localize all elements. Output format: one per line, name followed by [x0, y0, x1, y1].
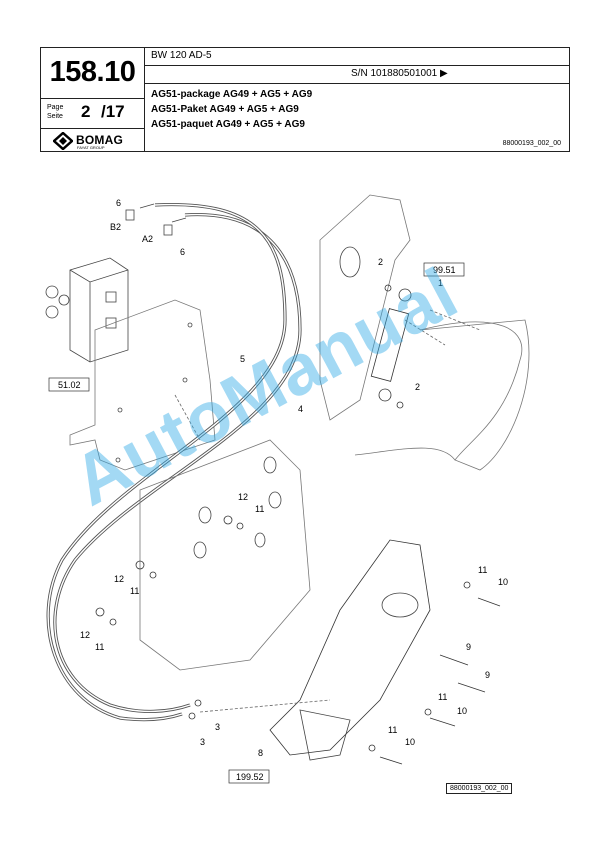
- svg-text:11: 11: [95, 642, 104, 652]
- pivot-bracket: [269, 539, 431, 756]
- svg-text:6: 6: [180, 247, 185, 257]
- svg-text:B2: B2: [110, 222, 121, 232]
- svg-text:2: 2: [378, 257, 383, 267]
- title-de: AG51-Paket AG49 + AG5 + AG9: [151, 104, 299, 115]
- page-code: 158.10: [49, 56, 136, 88]
- svg-text:11: 11: [478, 565, 487, 575]
- svg-text:10: 10: [498, 577, 508, 587]
- svg-text:51.02: 51.02: [58, 380, 81, 390]
- svg-text:5: 5: [240, 354, 245, 364]
- ref-box-99-51: 99.51: [423, 262, 465, 277]
- figure-reference: 88000193_002_00: [446, 783, 513, 794]
- bomag-logo: BOMAG FAYAT GROUP: [52, 131, 133, 151]
- mounting-plate: [69, 299, 216, 471]
- svg-text:9: 9: [466, 642, 471, 652]
- svg-text:12: 12: [114, 574, 124, 584]
- svg-text:11: 11: [438, 692, 447, 702]
- svg-text:8: 8: [258, 748, 263, 758]
- ref-box-199-52: 199.52: [228, 769, 270, 784]
- svg-text:1: 1: [438, 278, 443, 288]
- exploded-parts-diagram: 99.51 51.02 199.52 1 2 2 3 3 4 5 6 6 8 9…: [45, 194, 530, 784]
- title-fr: AG51-paquet AG49 + AG5 + AG9: [151, 119, 305, 130]
- svg-text:11: 11: [388, 725, 397, 735]
- svg-text:199.52: 199.52: [236, 772, 264, 782]
- doc-reference: 88000193_002_00: [502, 140, 561, 147]
- svg-text:12: 12: [80, 630, 90, 640]
- svg-text:9: 9: [485, 670, 490, 680]
- svg-text:2: 2: [415, 382, 420, 392]
- header-box: BW 120 AD-5 S/N 101880501001 ▶ 158.10 Pa…: [40, 47, 570, 152]
- bolts: [95, 515, 501, 765]
- frame-bracket: [139, 439, 311, 671]
- callout-labels: 1 2 2 3 3 4 5 6 6 8 9 9 10 10 10 11 11 1…: [80, 198, 508, 758]
- svg-text:10: 10: [457, 706, 467, 716]
- valve-block: [69, 257, 129, 363]
- page-current: 2: [81, 102, 91, 121]
- page-titles: AG51-package AG49 + AG5 + AG9 AG51-Paket…: [151, 87, 312, 132]
- svg-text:4: 4: [298, 404, 303, 414]
- ref-box-51-02: 51.02: [48, 377, 90, 392]
- model-name: BW 120 AD-5: [151, 50, 212, 61]
- svg-text:10: 10: [405, 737, 415, 747]
- bomag-diamond-icon: [52, 131, 74, 151]
- svg-text:11: 11: [255, 504, 264, 514]
- svg-text:12: 12: [238, 492, 248, 502]
- serial-number: S/N 101880501001 ▶: [351, 68, 448, 79]
- steering-frame: [319, 194, 411, 421]
- title-en: AG51-package AG49 + AG5 + AG9: [151, 89, 313, 100]
- svg-text:99.51: 99.51: [433, 265, 456, 275]
- drum-segment: [419, 319, 530, 471]
- steering-cylinder: [370, 284, 412, 409]
- page-total: /17: [101, 102, 125, 121]
- svg-text:3: 3: [215, 722, 220, 732]
- svg-text:11: 11: [130, 586, 139, 596]
- svg-text:6: 6: [116, 198, 121, 208]
- svg-text:A2: A2: [142, 234, 153, 244]
- svg-text:3: 3: [200, 737, 205, 747]
- arrow-right-icon: ▶: [439, 68, 448, 79]
